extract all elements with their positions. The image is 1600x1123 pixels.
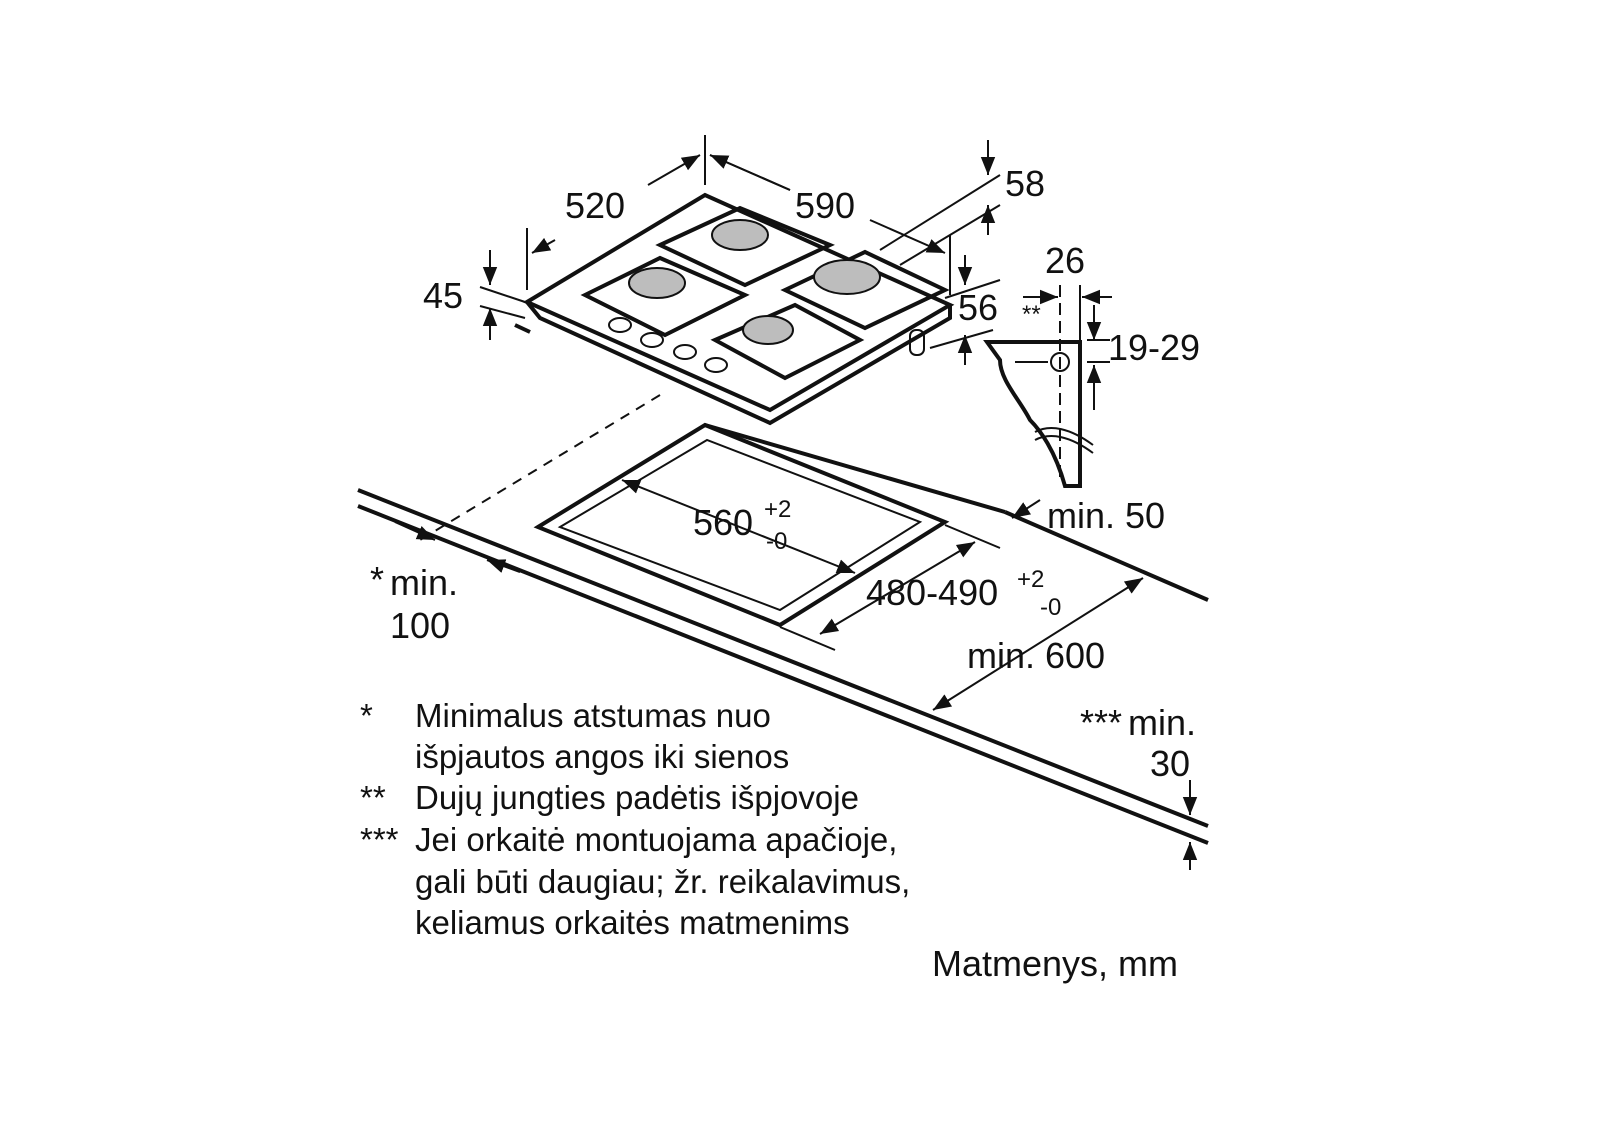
gas-height-label: 19-29 bbox=[1108, 327, 1200, 368]
min-wall-label: min. bbox=[390, 562, 458, 603]
cutout-depth-tol-plus: +2 bbox=[1017, 566, 1044, 593]
note-3-line-2: gali būti daugiau; žr. reikalavimus, bbox=[415, 863, 910, 900]
min-below-value: 30 bbox=[1150, 743, 1190, 784]
note-3-line-1: Jei orkaitė montuojama apačioje, bbox=[415, 821, 897, 858]
dimension-lines bbox=[394, 135, 1198, 870]
burner-front-left bbox=[628, 267, 686, 299]
note-3-marker: *** bbox=[360, 821, 399, 858]
height-label: 45 bbox=[423, 275, 463, 316]
cutout-depth-tol-minus: -0 bbox=[1040, 594, 1061, 621]
note-2-marker: ** bbox=[360, 779, 386, 816]
note-1-line-1: Minimalus atstumas nuo bbox=[415, 697, 771, 734]
min-below-marker: *** bbox=[1080, 702, 1122, 743]
min-wall-value: 100 bbox=[390, 605, 450, 646]
cutout-depth-label: 480-490 bbox=[866, 572, 998, 613]
min-below-label: min. bbox=[1128, 702, 1196, 743]
note-3-line-3: keliamus orkaitės matmenims bbox=[415, 904, 850, 941]
gas-connection-detail bbox=[983, 285, 1112, 488]
burner-rear-right bbox=[813, 259, 881, 295]
gas-width-label: 26 bbox=[1045, 240, 1085, 281]
cutout-width-tol-minus: -0 bbox=[766, 528, 787, 555]
burner-front-right bbox=[742, 315, 794, 345]
footnotes: * Minimalus atstumas nuo išpjautos angos… bbox=[360, 697, 910, 941]
cutout bbox=[419, 394, 950, 628]
min-back-label: min. 50 bbox=[1047, 495, 1165, 536]
min-side-label: min. 600 bbox=[967, 635, 1105, 676]
min-wall-marker: * bbox=[370, 559, 384, 600]
control-knobs bbox=[608, 317, 728, 373]
gas-marker: ** bbox=[1022, 301, 1041, 328]
note-2-line-1: Dujų jungties padėtis išpjovoje bbox=[415, 779, 859, 816]
width-label: 590 bbox=[795, 185, 855, 226]
cutout-width-tol-plus: +2 bbox=[764, 496, 791, 523]
note-1-line-2: išpjautos angos iki sienos bbox=[415, 738, 789, 775]
burner-rear-left bbox=[711, 219, 769, 251]
depth-label: 520 bbox=[565, 185, 625, 226]
cutout-width-label: 560 bbox=[693, 502, 753, 543]
side-offset-label: 56 bbox=[958, 287, 998, 328]
note-1-marker: * bbox=[360, 697, 373, 734]
rear-offset-label: 58 bbox=[1005, 163, 1045, 204]
gas-hob bbox=[514, 192, 955, 426]
units-caption: Matmenys, mm bbox=[932, 943, 1178, 984]
